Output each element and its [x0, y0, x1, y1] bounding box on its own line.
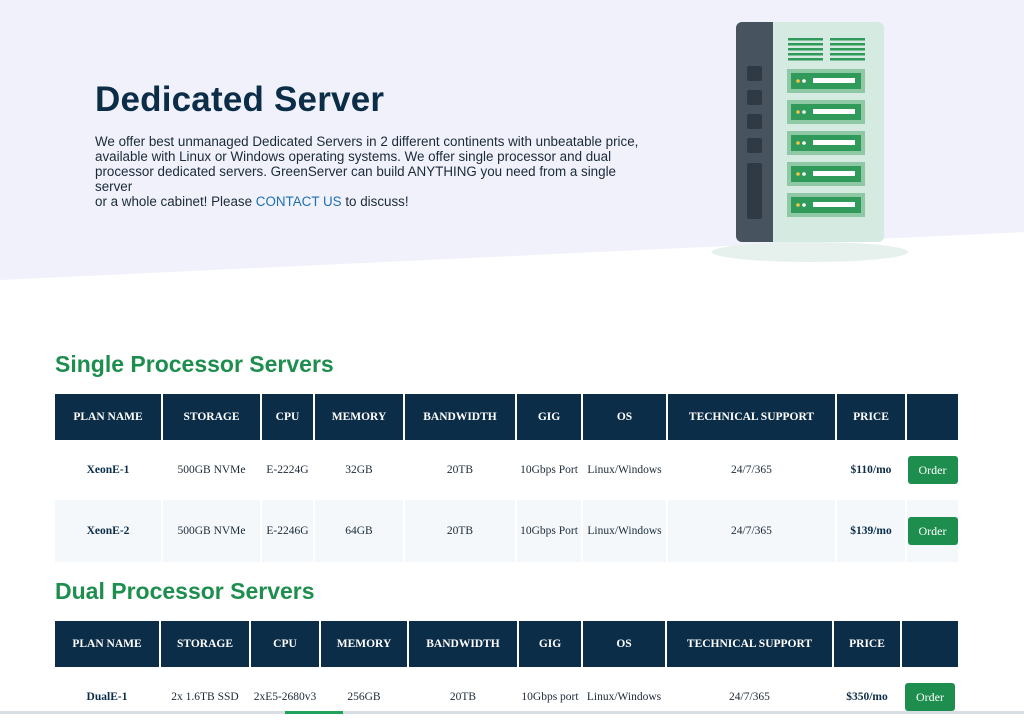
order-button[interactable]: Order	[905, 683, 955, 711]
header-os: OS	[582, 621, 667, 667]
price-cell: $139/mo	[836, 500, 907, 562]
plan-name: XeonE-2	[55, 500, 163, 562]
header-action	[906, 394, 960, 440]
dual-processor-heading: Dual Processor Servers	[55, 578, 315, 604]
header-cpu: CPU	[250, 621, 321, 667]
header-action	[901, 621, 960, 667]
order-button[interactable]: Order	[907, 517, 958, 545]
gig-cell: 10Gbps Port	[516, 500, 583, 562]
header-storage: STORAGE	[162, 394, 262, 440]
plan-name: DualE-1	[55, 667, 161, 727]
hero-description-end: to discuss!	[341, 194, 409, 209]
price-cell: $350/mo	[833, 667, 902, 727]
order-cell: Order	[906, 440, 960, 500]
header-bandwidth: BANDWIDTH	[404, 394, 517, 440]
storage-cell: 500GB NVMe	[162, 440, 262, 500]
server-rack-illustration	[712, 22, 908, 262]
header-os: OS	[582, 394, 668, 440]
price-cell: $110/mo	[836, 440, 907, 500]
os-cell: Linux/Windows	[582, 440, 668, 500]
order-button[interactable]: Order	[907, 456, 958, 484]
single-processor-heading: Single Processor Servers	[55, 351, 334, 377]
bandwidth-cell: 20TB	[408, 667, 519, 727]
bandwidth-cell: 20TB	[404, 500, 517, 562]
os-cell: Linux/Windows	[582, 667, 667, 727]
header-plan-name: PLAN NAME	[55, 394, 163, 440]
header-technical-support: TECHNICAL SUPPORT	[667, 394, 837, 440]
table-row: XeonE-2 500GB NVMe E-2246G 64GB 20TB 10G…	[55, 500, 960, 562]
cpu-cell: 2xE5-2680v3	[250, 667, 321, 727]
support-cell: 24/7/365	[666, 667, 834, 727]
contact-us-link[interactable]: CONTACT US	[255, 194, 342, 209]
single-processor-table: PLAN NAME STORAGE CPU MEMORY BANDWIDTH G…	[55, 394, 960, 562]
header-price: PRICE	[836, 394, 907, 440]
header-memory: MEMORY	[320, 621, 409, 667]
gig-cell: 10Gbps Port	[516, 440, 583, 500]
cpu-cell: E-2246G	[261, 500, 315, 562]
header-price: PRICE	[833, 621, 902, 667]
bandwidth-cell: 20TB	[404, 440, 517, 500]
header-memory: MEMORY	[314, 394, 405, 440]
storage-cell: 2x 1.6TB SSD	[160, 667, 251, 727]
cpu-cell: E-2224G	[261, 440, 315, 500]
scroll-indicator	[285, 711, 343, 714]
support-cell: 24/7/365	[667, 500, 837, 562]
os-cell: Linux/Windows	[582, 500, 668, 562]
header-plan-name: PLAN NAME	[55, 621, 161, 667]
table-row: XeonE-1 500GB NVMe E-2224G 32GB 20TB 10G…	[55, 440, 960, 500]
storage-cell: 500GB NVMe	[162, 500, 262, 562]
hero-description-text: We offer best unmanaged Dedicated Server…	[95, 134, 639, 209]
table-header-row: PLAN NAME STORAGE CPU MEMORY BANDWIDTH G…	[55, 394, 960, 440]
memory-cell: 256GB	[320, 667, 409, 727]
header-gig: GIG	[518, 621, 583, 667]
support-cell: 24/7/365	[667, 440, 837, 500]
order-cell: Order	[906, 500, 960, 562]
header-storage: STORAGE	[160, 621, 251, 667]
header-bandwidth: BANDWIDTH	[408, 621, 519, 667]
page-bottom-edge	[0, 711, 1024, 714]
header-cpu: CPU	[261, 394, 315, 440]
memory-cell: 64GB	[314, 500, 405, 562]
header-technical-support: TECHNICAL SUPPORT	[666, 621, 834, 667]
header-gig: GIG	[516, 394, 583, 440]
page-title: Dedicated Server	[95, 80, 385, 119]
order-cell: Order	[901, 667, 960, 727]
gig-cell: 10Gbps port	[518, 667, 583, 727]
dual-processor-table: PLAN NAME STORAGE CPU MEMORY BANDWIDTH G…	[55, 621, 960, 727]
table-row: DualE-1 2x 1.6TB SSD 2xE5-2680v3 256GB 2…	[55, 667, 960, 727]
memory-cell: 32GB	[314, 440, 405, 500]
hero-description: We offer best unmanaged Dedicated Server…	[95, 134, 655, 209]
table-header-row: PLAN NAME STORAGE CPU MEMORY BANDWIDTH G…	[55, 621, 960, 667]
plan-name: XeonE-1	[55, 440, 163, 500]
